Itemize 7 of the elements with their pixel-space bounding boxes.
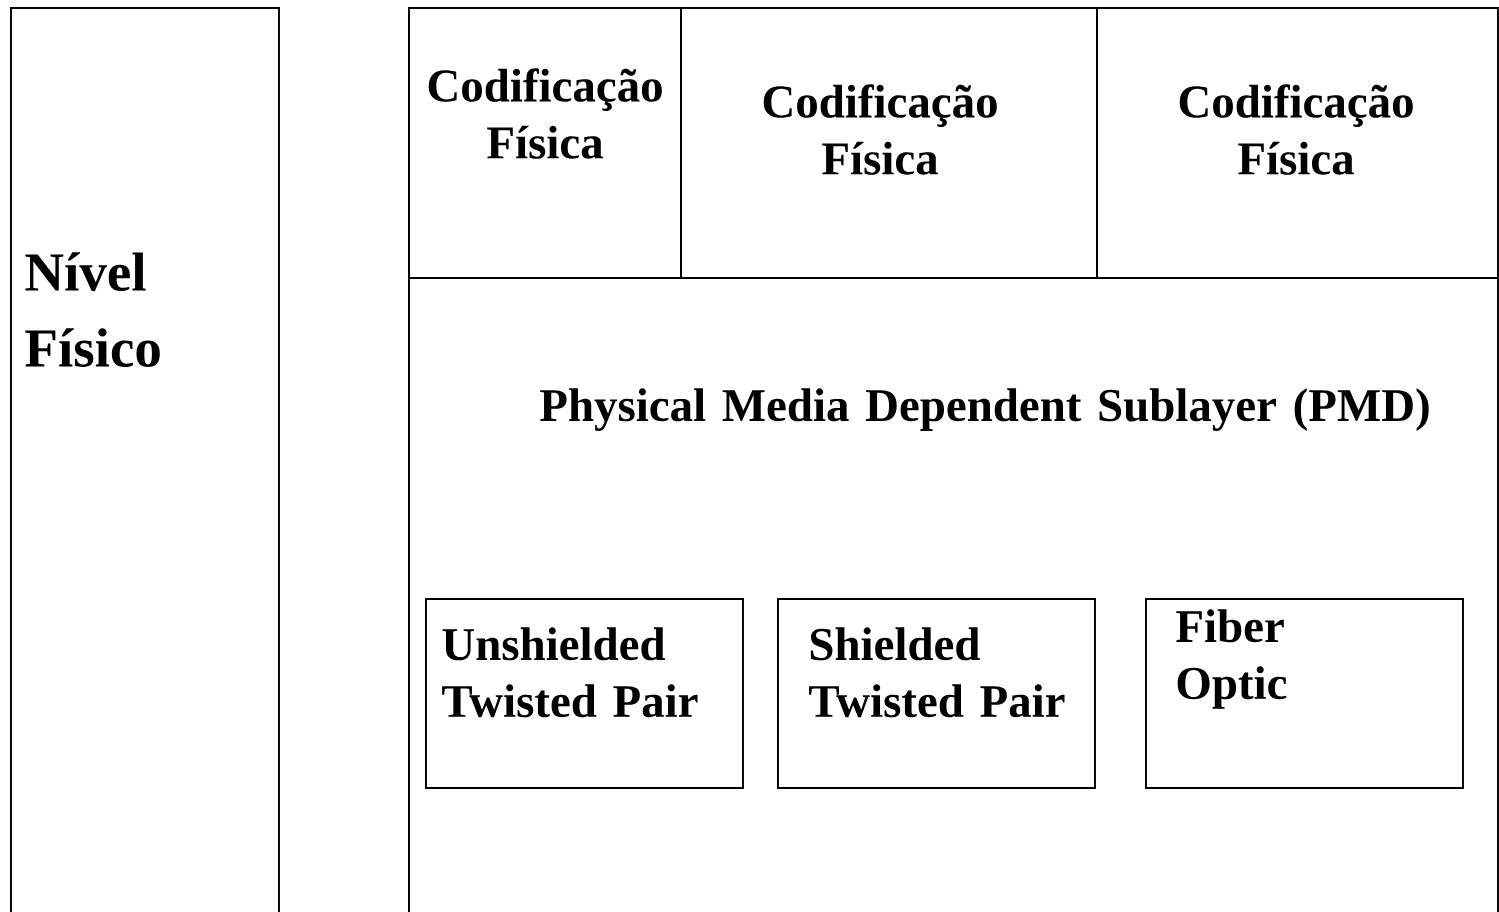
media-box: Fiber Optic [1145, 598, 1464, 789]
layer-box: Codificação Física [680, 7, 1098, 279]
layer-box: Codificação Física [408, 7, 682, 279]
layer-box: Nível Físico [10, 7, 280, 912]
media-box: Shielded Twisted Pair [777, 598, 1096, 789]
layer-box: Codificação Física [1096, 7, 1499, 279]
media-box: Unshielded Twisted Pair [425, 598, 744, 789]
